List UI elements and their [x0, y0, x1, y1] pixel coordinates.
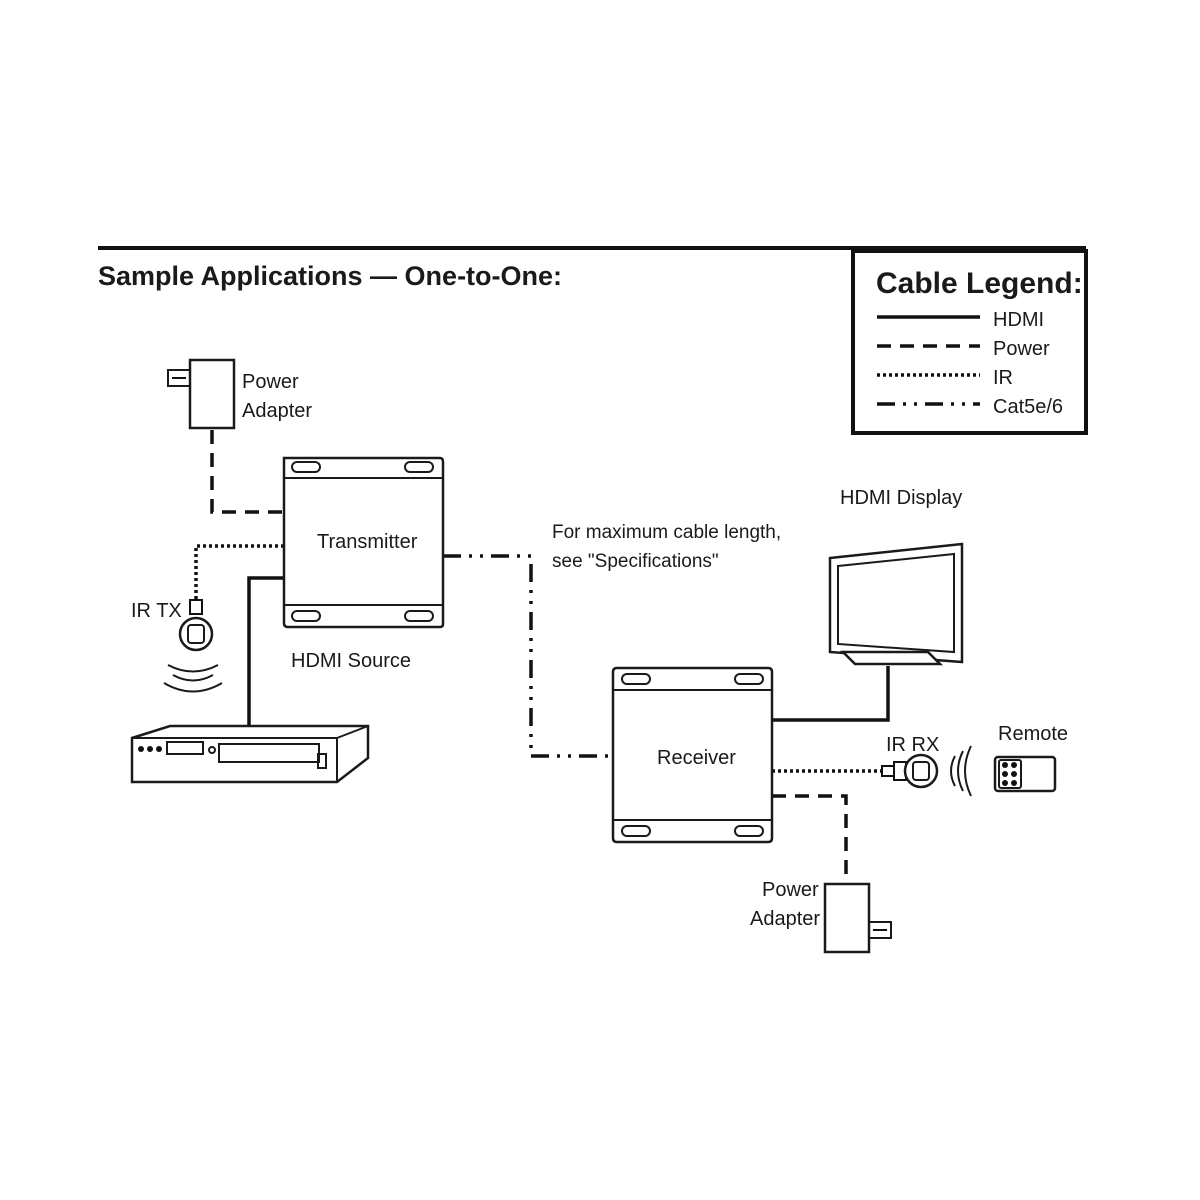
mount-slot	[734, 673, 764, 685]
display-screen	[837, 552, 955, 654]
cable-length-note-2: see "Specifications"	[552, 551, 719, 572]
mount-slot	[404, 461, 434, 473]
hdmi-display-device: HDMI Display	[828, 487, 964, 666]
ir-tx-eye-icon	[178, 616, 214, 652]
mount-slot	[291, 461, 321, 473]
cable-hdmi-display	[772, 666, 890, 722]
remote-body	[993, 755, 1057, 793]
display-bezel	[828, 542, 964, 664]
power-adapter-tx: Power Adapter	[167, 358, 312, 430]
receiver-label: Receiver	[657, 747, 736, 769]
disc-slot	[166, 741, 204, 755]
power-adapter-rx-label-1: Power	[762, 879, 819, 901]
mount-slot	[621, 673, 651, 685]
cable-power-tx	[210, 430, 284, 514]
ir-tx-label: IR TX	[131, 600, 182, 622]
transmitter-label: Transmitter	[317, 531, 418, 553]
hdmi-source-device	[130, 724, 370, 784]
ir-tx-emitter: IR TX	[131, 599, 223, 693]
ir-wave-icon	[167, 664, 219, 673]
mount-slot	[404, 610, 434, 622]
ir-rx-wave-icon	[950, 755, 956, 787]
power-adapter-tx-label-1: Power	[242, 371, 299, 393]
ir-rx-eye-icon	[903, 753, 939, 789]
remote-control: Remote	[993, 723, 1068, 793]
remote-keypad	[998, 759, 1022, 789]
cable-length-note-1: For maximum cable length,	[552, 522, 781, 543]
legend-title: Cable Legend:	[876, 267, 1083, 300]
cable-hdmi-source	[247, 576, 284, 726]
transmitter-unit: Transmitter	[282, 456, 445, 629]
hdmi-source-label: HDMI Source	[291, 650, 411, 672]
hdmi-display-label: HDMI Display	[840, 487, 962, 509]
display-stand	[839, 650, 944, 666]
receiver-unit: Receiver	[611, 666, 774, 844]
plug-prongs-rx	[868, 921, 892, 939]
mount-slot	[734, 825, 764, 837]
plug-prongs-tx	[167, 369, 191, 387]
legend-label-ir: IR	[993, 367, 1013, 389]
legend-label-hdmi: HDMI	[993, 309, 1044, 331]
transmitter-body	[282, 456, 445, 629]
remote-label: Remote	[998, 723, 1068, 745]
cable-power-rx	[772, 794, 848, 884]
player-body	[130, 724, 370, 784]
legend-label-power: Power	[993, 338, 1050, 360]
receiver-body	[611, 666, 774, 844]
ir-rx-label: IR RX	[886, 734, 939, 756]
cable-ir-tx	[194, 544, 284, 600]
cable-legend: Cable Legend: HDMI Power IR Cat5e/6	[851, 249, 1088, 435]
page-title: Sample Applications — One-to-One:	[98, 261, 562, 291]
legend-label-cat: Cat5e/6	[993, 396, 1063, 418]
mount-slot	[291, 610, 321, 622]
ir-rx-sensor: IR RX	[881, 734, 972, 797]
power-adapter-rx-label-2: Adapter	[750, 908, 820, 930]
mount-slot	[621, 825, 651, 837]
power-adapter-rx-body	[823, 882, 871, 954]
power-adapter-tx-body	[188, 358, 236, 430]
power-adapter-rx: Power Adapter	[750, 879, 892, 954]
power-adapter-tx-label-2: Adapter	[242, 400, 312, 422]
cable-cat5e6	[443, 554, 613, 758]
